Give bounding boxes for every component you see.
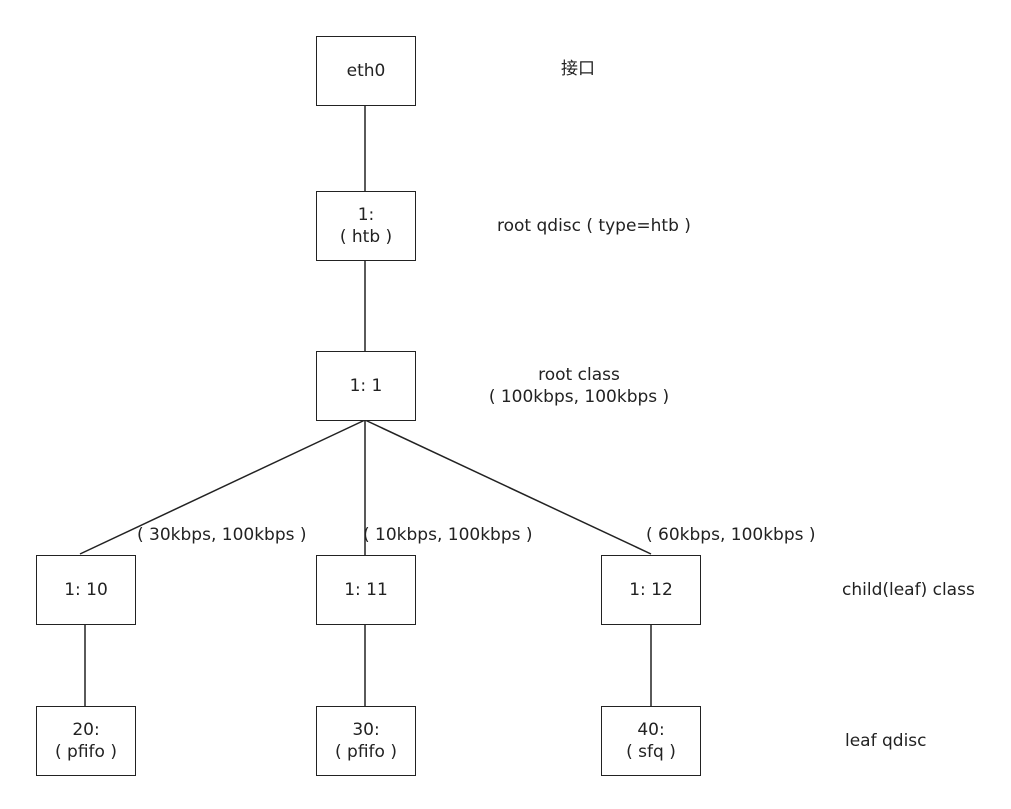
edge-label-class-11: ( 10kbps, 100kbps ) [363,525,533,545]
edge-label-class-10: ( 30kbps, 100kbps ) [137,525,307,545]
node-class-10-label: 1: 10 [64,580,108,600]
node-eth0: eth0 [316,36,416,106]
annotation-interface: 接口 [561,59,595,79]
annotation-root-class-title: root class [538,365,620,385]
node-qdisc-30-type: ( pfifo ) [335,742,397,762]
node-qdisc-20-handle: 20: [72,720,100,740]
link-root-class-class-12 [364,419,652,555]
node-root-qdisc-type: ( htb ) [339,227,393,247]
node-qdisc-40: 40: ( sfq ) [601,706,701,776]
node-root-class: 1: 1 [316,351,416,421]
node-class-11: 1: 11 [316,555,416,625]
node-root-qdisc-handle: 1: [357,205,375,225]
node-qdisc-20-type: ( pfifo ) [55,742,117,762]
node-root-qdisc: 1: ( htb ) [316,191,416,261]
node-root-class-label: 1: 1 [349,376,383,396]
node-qdisc-30: 30: ( pfifo ) [316,706,416,776]
node-class-12-label: 1: 12 [629,580,673,600]
annotation-root-qdisc: root qdisc ( type=htb ) [497,216,691,236]
node-class-12: 1: 12 [601,555,701,625]
annotation-root-class: root class ( 100kbps, 100kbps ) [484,364,674,408]
edge-label-class-12: ( 60kbps, 100kbps ) [646,525,816,545]
node-qdisc-40-type: ( sfq ) [626,742,676,762]
link-root-class-class-10 [79,419,366,555]
node-eth0-label: eth0 [346,61,386,81]
annotation-leaf-qdisc: leaf qdisc [845,731,927,751]
annotation-child-class: child(leaf) class [842,580,975,600]
node-qdisc-30-handle: 30: [352,720,380,740]
node-class-11-label: 1: 11 [344,580,388,600]
node-qdisc-40-handle: 40: [637,720,665,740]
node-class-10: 1: 10 [36,555,136,625]
annotation-root-class-rates: ( 100kbps, 100kbps ) [488,387,670,407]
node-qdisc-20: 20: ( pfifo ) [36,706,136,776]
